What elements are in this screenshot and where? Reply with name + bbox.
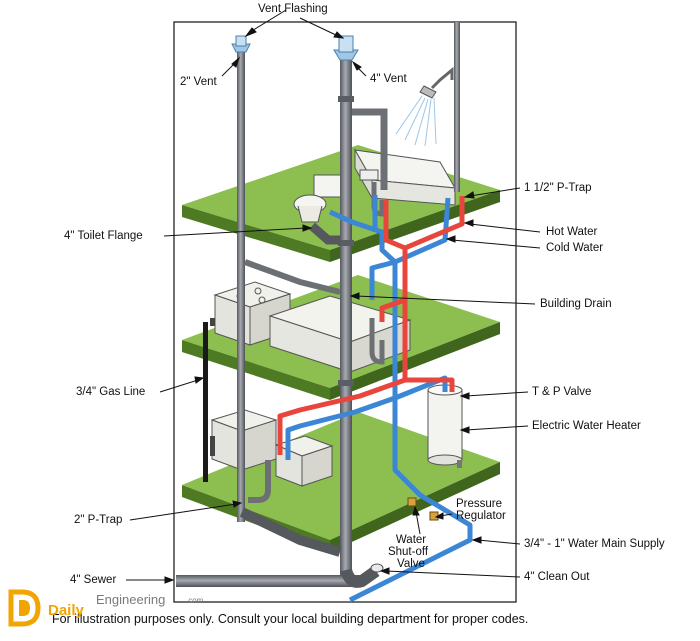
disclaimer-text: For illustration purposes only. Consult … [52,612,529,626]
logo-word-com: .com [186,596,204,605]
laundry-sink [274,435,334,487]
label-tp-valve: T & P Valve [532,386,592,398]
electric-water-heater [427,384,463,468]
label-shutoff-1: Water [395,534,427,546]
shower-head-icon [395,66,454,147]
label-toilet-flange: 4" Toilet Flange [64,230,143,242]
label-vent-flashing: Vent Flashing [258,3,328,15]
p-trap-2in [248,460,271,503]
label-cold-water: Cold Water [546,242,604,254]
toilet-drain [309,222,340,245]
hot-water-lines [277,196,465,455]
daily-engineering-logo: Daily Engineering .com [8,588,208,632]
label-4in-vent: 4" Vent [370,73,407,85]
vent-stack-4in [333,35,359,576]
cold-water-lines [285,195,473,603]
logo-mark-icon [8,589,41,627]
gas-line [203,318,215,482]
diagram-frame [173,21,517,603]
label-shutoff-2: Shut-off [387,546,429,558]
shutoff-valve-icon [407,497,417,507]
bathroom-sink [359,169,379,181]
label-gas-line: 3/4" Gas Line [76,386,146,398]
label-p-trap-2in: 2" P-Trap [74,514,123,526]
label-2in-vent: 2" Vent [180,76,217,88]
clean-out-cap [370,563,384,573]
label-4in-sewer: 4" Sewer [70,574,117,586]
label-pressure-regulator-2: Regulator [456,510,506,522]
sewer-main [176,575,362,587]
building-drain-main [239,507,342,557]
building-drain-branch [243,259,341,295]
label-building-drain: Building Drain [540,298,612,310]
label-pressure-regulator-1: Pressure [456,498,503,510]
sewer-elbow [340,566,380,588]
kitchen-trap [369,318,385,365]
label-p-trap-1-5: 1 1/2" P-Trap [524,182,592,194]
label-hot-water: Hot Water [546,226,598,238]
label-clean-out: 4" Clean Out [524,571,590,583]
logo-word-engineering: Engineering [96,592,166,607]
tub-vent-pipe [454,22,460,192]
label-electric-water-heater: Electric Water Heater [532,420,641,432]
vent-branch-top [352,108,388,190]
vent-stack-2in [231,35,251,522]
label-water-main-supply: 3/4" - 1" Water Main Supply [524,538,665,550]
label-shutoff-3: Valve [397,558,425,570]
logo-word-daily: Daily [48,602,84,619]
leader-lines [126,9,541,584]
